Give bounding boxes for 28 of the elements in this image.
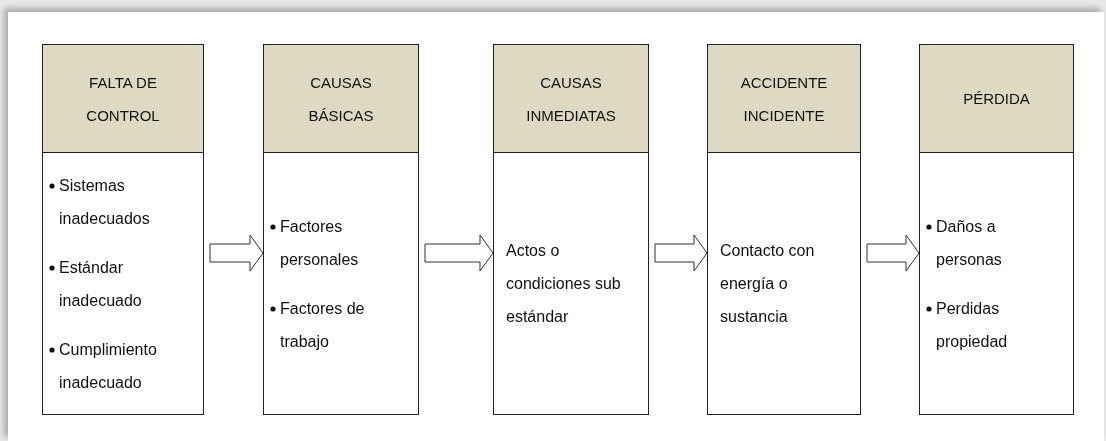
content-box (919, 153, 1074, 415)
list-item: Cumplimiento inadecuado (59, 339, 158, 393)
header-box (919, 44, 1074, 153)
block-arrow (866, 234, 920, 272)
block-arrow (209, 234, 264, 272)
content-box (42, 153, 204, 415)
column-heading: FALTA DE CONTROL (85, 72, 161, 126)
header-box (263, 44, 419, 153)
list-item: Factores de trabajo (280, 298, 366, 352)
list-item: Perdidas propiedad (936, 298, 1009, 352)
list-item: Estándar inadecuado (59, 257, 143, 311)
content-box (263, 153, 419, 415)
column-heading: CAUSAS BÁSICAS (307, 72, 375, 126)
list-item: Sistemas inadecuados (59, 175, 151, 229)
block-arrow (424, 234, 494, 272)
content-box (493, 153, 649, 415)
column-heading: ACCIDENTE INCIDENTE (739, 72, 829, 126)
block-arrow (654, 234, 708, 272)
body-text: Contacto con energía o sustancia (720, 241, 816, 327)
list-item: Daños a personas (936, 216, 1003, 270)
column-heading: CAUSAS INMEDIATAS (525, 72, 617, 126)
body-text: Actos o condiciones sub estándar (506, 241, 622, 327)
content-box (707, 153, 861, 415)
header-box (42, 44, 204, 153)
list-item: Factores personales (280, 216, 360, 270)
header-box (707, 44, 861, 153)
header-box (493, 44, 649, 153)
column-heading: PÉRDIDA (963, 89, 1030, 109)
